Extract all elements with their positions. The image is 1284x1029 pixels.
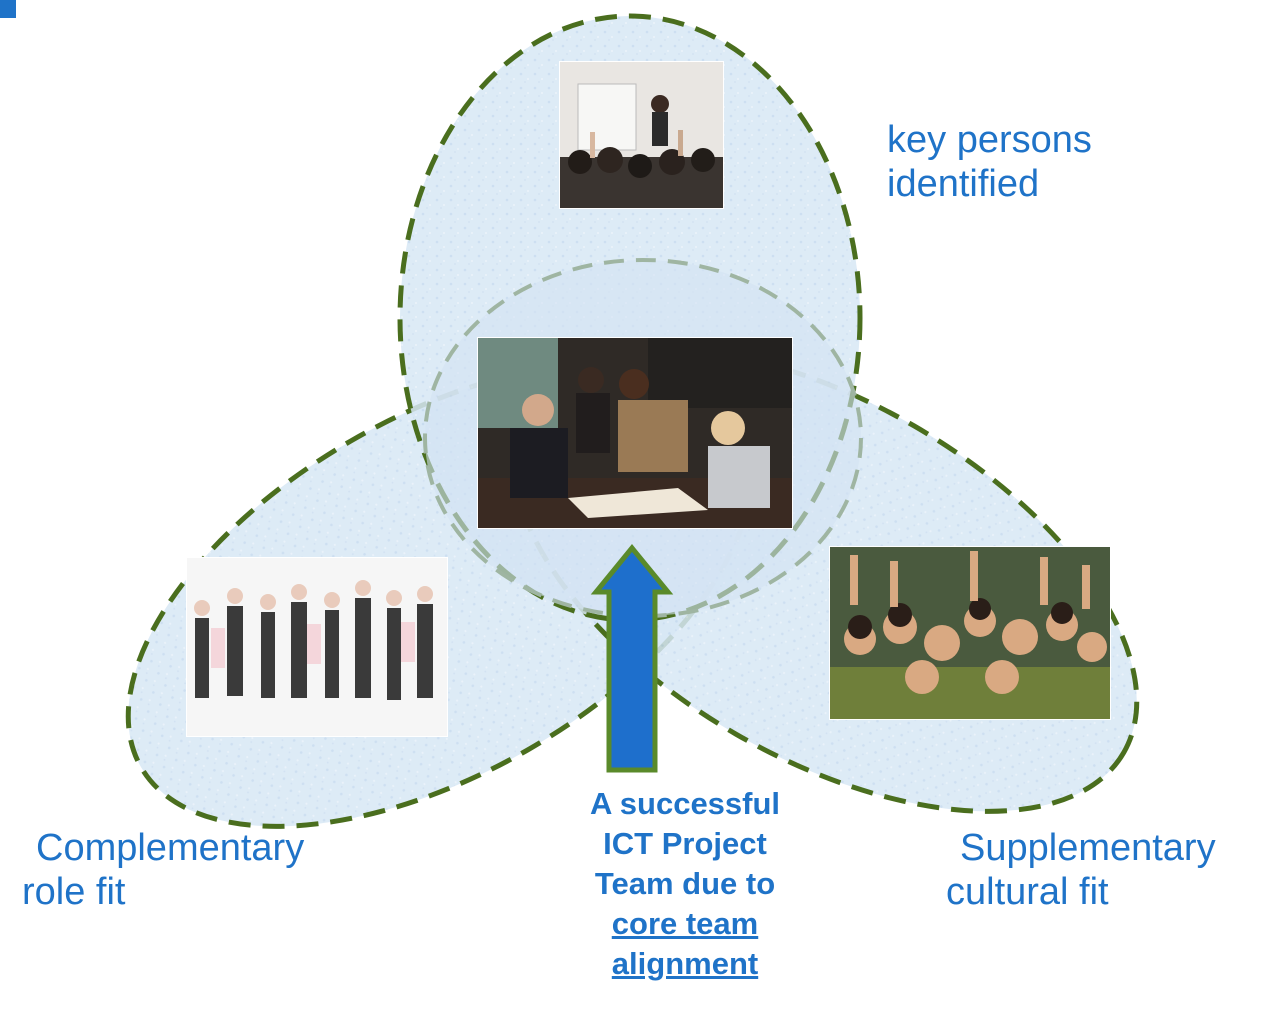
label-supplementary: Supplementary cultural fit [946, 826, 1216, 914]
caption-line-2: ICT Project [603, 826, 767, 861]
corner-accent-mark [0, 0, 16, 18]
caption-line-1: A successful [589, 786, 781, 821]
center-caption: A successful ICT Project Team due to cor… [455, 784, 915, 984]
label-key-line-1: key persons [887, 119, 1092, 161]
up-arrow [590, 544, 674, 773]
caption-line-5: alignment [611, 946, 759, 981]
label-comp-line-1: Complementary [36, 827, 305, 869]
left-photo [186, 557, 448, 737]
center-photo [477, 337, 793, 529]
caption-line-3: Team due to [594, 866, 776, 901]
label-key-line-2: identified [887, 163, 1040, 205]
label-key-persons: key persons identified [887, 118, 1092, 206]
right-photo [829, 546, 1111, 720]
label-comp-line-2: role fit [22, 871, 126, 913]
top-photo [559, 61, 724, 209]
label-supp-line-1: Supplementary [960, 827, 1216, 869]
label-supp-line-2: cultural fit [946, 871, 1109, 913]
caption-line-4: core team [611, 906, 759, 941]
label-complementary: Complementary role fit [22, 826, 304, 914]
